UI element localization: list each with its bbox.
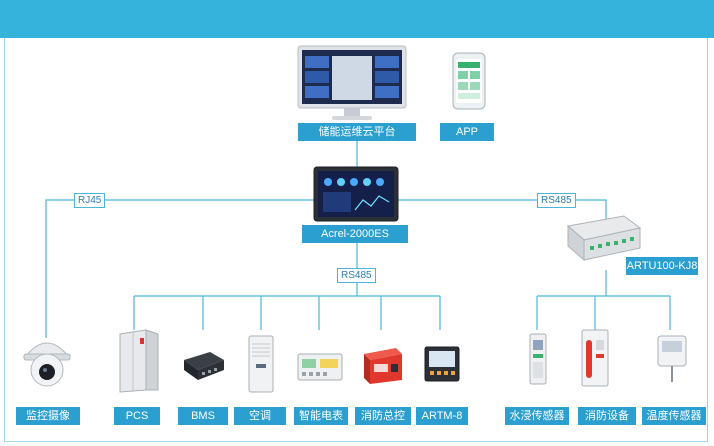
rtu-label: ARTU100-KJ8 — [626, 257, 698, 275]
header-bar — [0, 0, 714, 38]
platform-label: 储能运维云平台 — [298, 123, 416, 141]
rtu-module-icon — [566, 215, 642, 262]
monitor-icon — [297, 45, 407, 120]
device-label-temp: 温度传感器 — [642, 407, 706, 425]
device-label-camera: 监控摄像 — [16, 407, 80, 425]
gateway-label: Acrel-2000ES — [302, 225, 408, 243]
water-sensor-icon — [529, 333, 547, 385]
fire-equipment-icon — [581, 329, 609, 387]
device-label-firedev: 消防设备 — [578, 407, 636, 425]
artm-module-icon — [424, 346, 460, 382]
air-conditioner-icon — [248, 335, 274, 393]
camera-icon — [23, 342, 71, 387]
temperature-sensor-icon — [657, 335, 687, 382]
rs485-center-tag: RS485 — [337, 268, 376, 283]
gateway-icon — [313, 166, 399, 222]
fire-control-icon — [364, 348, 402, 384]
device-label-water: 水浸传感器 — [505, 407, 569, 425]
bms-unit-icon — [184, 352, 224, 380]
device-label-artm: ARTM-8 — [416, 407, 468, 425]
rj45-tag: RJ45 — [74, 193, 106, 208]
device-label-meter: 智能电表 — [294, 407, 348, 425]
device-label-bms: BMS — [178, 407, 228, 425]
device-label-ac: 空调 — [234, 407, 286, 425]
device-label-pcs: PCS — [114, 407, 160, 425]
app-label: APP — [440, 123, 494, 141]
device-label-fire: 消防总控 — [355, 407, 411, 425]
phone-icon — [452, 52, 486, 110]
pcs-cabinet-icon — [119, 329, 159, 393]
meter-icon — [297, 353, 343, 381]
rs485-right-tag: RS485 — [537, 193, 576, 208]
